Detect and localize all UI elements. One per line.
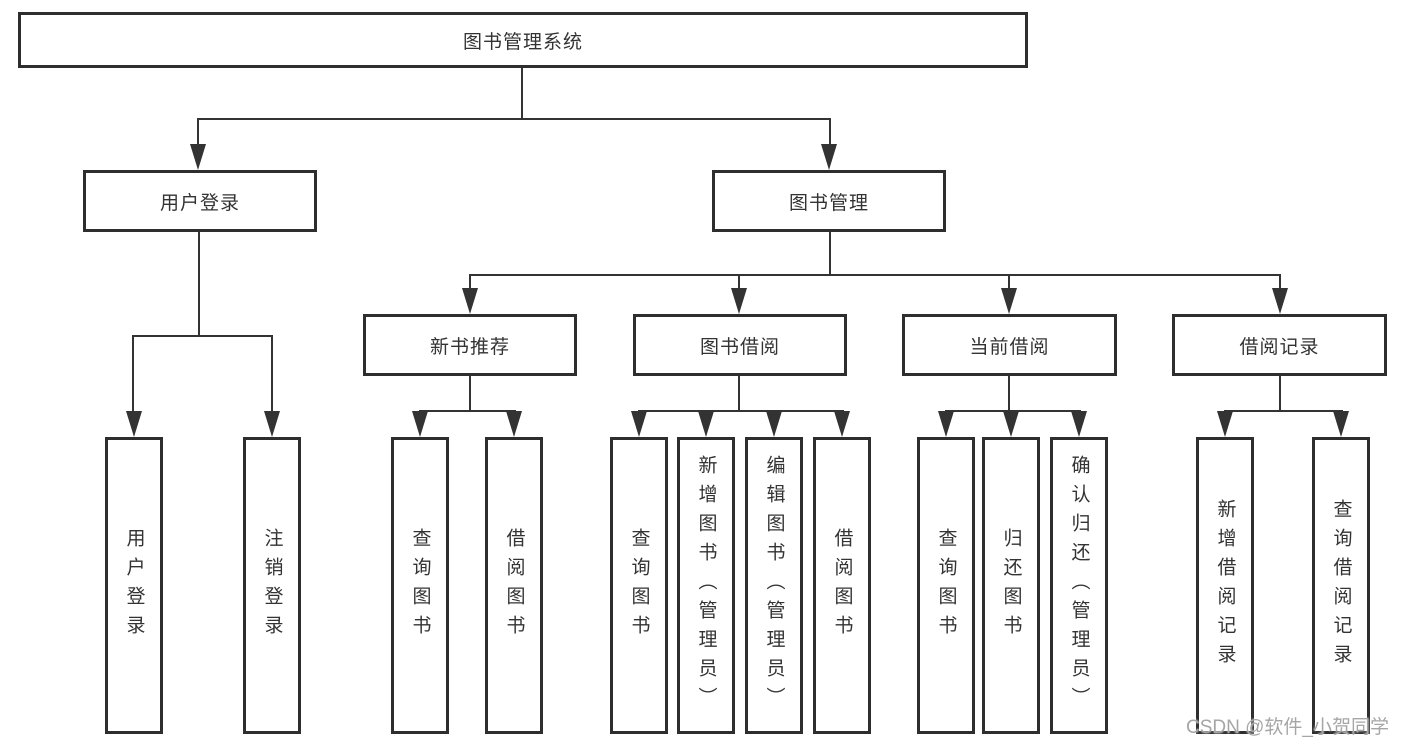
leaf-query-borrow-record: 查询借阅记录 — [1312, 437, 1370, 734]
leaf-query-books-current: 查询图书 — [917, 437, 975, 734]
leaf-return-books: 归还图书 — [982, 437, 1040, 734]
arrowhead-down-icon — [1333, 411, 1349, 437]
connector-line — [738, 274, 740, 290]
leaf-query-books-borrow-label: 查询图书 — [628, 527, 650, 644]
arrowhead-down-icon — [1217, 411, 1233, 437]
leaf-user-login: 用户登录 — [105, 437, 163, 734]
connector-line — [829, 232, 831, 275]
node-current-borrow: 当前借阅 — [902, 314, 1117, 376]
connector-line — [1008, 376, 1010, 411]
connector-line — [469, 376, 471, 411]
connector-line — [197, 118, 831, 120]
arrowhead-down-icon — [1071, 411, 1087, 437]
arrowhead-down-icon — [698, 411, 714, 437]
leaf-borrow-books-label: 借阅图书 — [831, 527, 853, 644]
connector-line — [521, 68, 523, 119]
leaf-borrow-books-recommend: 借阅图书 — [485, 437, 543, 734]
node-root: 图书管理系统 — [18, 12, 1028, 68]
node-book-borrow-label: 图书借阅 — [699, 336, 780, 358]
arrowhead-down-icon — [1272, 288, 1288, 314]
arrowhead-down-icon — [731, 288, 747, 314]
arrowhead-down-icon — [506, 411, 522, 437]
node-borrow-records-label: 借阅记录 — [1239, 336, 1320, 358]
connector-line — [829, 118, 831, 144]
leaf-query-books-recommend: 查询图书 — [391, 437, 449, 734]
connector-line — [1279, 274, 1281, 290]
leaf-query-books-borrow: 查询图书 — [610, 437, 668, 734]
leaf-add-borrow-record: 新增借阅记录 — [1196, 437, 1254, 734]
leaf-add-books-admin-label: 新增图书（管理员） — [695, 455, 717, 716]
arrowhead-down-icon — [631, 411, 647, 437]
node-new-book-recommend-label: 新书推荐 — [429, 336, 510, 358]
connector-line — [132, 335, 273, 337]
leaf-logout-label: 注销登录 — [261, 527, 283, 644]
node-user-login: 用户登录 — [83, 170, 317, 232]
connector-line — [638, 410, 844, 412]
node-root-label: 图书管理系统 — [462, 31, 583, 53]
connector-line — [197, 118, 199, 144]
connector-line — [469, 274, 471, 290]
node-borrow-records: 借阅记录 — [1172, 314, 1387, 376]
arrowhead-down-icon — [821, 144, 837, 170]
connector-line — [419, 410, 516, 412]
arrowhead-down-icon — [766, 411, 782, 437]
connector-line — [132, 335, 134, 411]
arrowhead-down-icon — [190, 144, 206, 170]
connector-line — [198, 232, 200, 336]
arrowhead-down-icon — [1003, 411, 1019, 437]
node-current-borrow-label: 当前借阅 — [969, 336, 1050, 358]
arrowhead-down-icon — [938, 411, 954, 437]
node-book-management-label: 图书管理 — [788, 192, 869, 214]
connector-line — [469, 274, 1281, 276]
leaf-add-books-admin: 新增图书（管理员） — [677, 437, 735, 734]
arrowhead-down-icon — [834, 411, 850, 437]
node-new-book-recommend: 新书推荐 — [363, 314, 577, 376]
leaf-borrow-books-recommend-label: 借阅图书 — [503, 527, 525, 644]
leaf-edit-books-admin: 编辑图书（管理员） — [745, 437, 803, 734]
leaf-confirm-return-admin-label: 确认归还（管理员） — [1068, 455, 1090, 716]
connector-line — [1224, 410, 1343, 412]
arrowhead-down-icon — [126, 411, 142, 437]
leaf-add-borrow-record-label: 新增借阅记录 — [1214, 498, 1236, 673]
node-user-login-label: 用户登录 — [159, 192, 240, 214]
leaf-edit-books-admin-label: 编辑图书（管理员） — [763, 455, 785, 716]
connector-line — [1279, 376, 1281, 411]
arrowhead-down-icon — [264, 411, 280, 437]
leaf-logout: 注销登录 — [243, 437, 301, 734]
connector-line — [738, 376, 740, 411]
leaf-return-books-label: 归还图书 — [1000, 527, 1022, 644]
connector-line — [271, 335, 273, 411]
leaf-query-borrow-record-label: 查询借阅记录 — [1330, 498, 1352, 673]
arrowhead-down-icon — [462, 288, 478, 314]
leaf-borrow-books: 借阅图书 — [813, 437, 871, 734]
leaf-user-login-label: 用户登录 — [123, 527, 145, 644]
node-book-borrow: 图书借阅 — [633, 314, 847, 376]
connector-line — [1008, 274, 1010, 290]
arrowhead-down-icon — [1001, 288, 1017, 314]
arrowhead-down-icon — [412, 411, 428, 437]
leaf-query-books-recommend-label: 查询图书 — [409, 527, 431, 644]
leaf-query-books-current-label: 查询图书 — [935, 527, 957, 644]
csdn-watermark: CSDN @软件_小贺同学 — [1186, 717, 1389, 738]
leaf-confirm-return-admin: 确认归还（管理员） — [1050, 437, 1108, 734]
node-book-management: 图书管理 — [712, 170, 946, 232]
